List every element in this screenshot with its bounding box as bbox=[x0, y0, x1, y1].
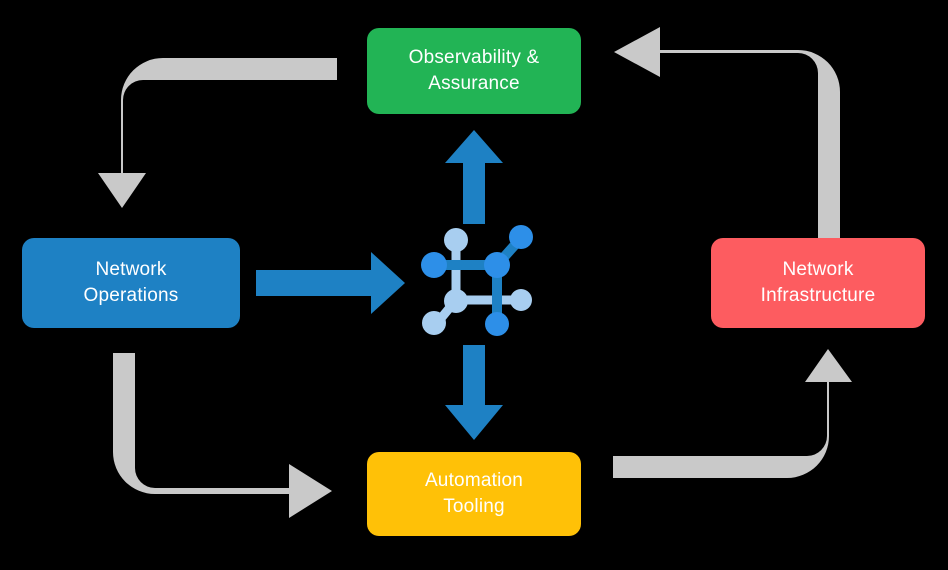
arrow-automation-to-infrastructure bbox=[613, 349, 852, 478]
node-automation-tooling[interactable]: Automation Tooling bbox=[367, 452, 581, 536]
node-observability-assurance[interactable]: Observability & Assurance bbox=[367, 28, 581, 114]
node-network-operations[interactable]: Network Operations bbox=[22, 238, 240, 328]
arrow-infrastructure-to-observability bbox=[614, 27, 840, 240]
arrow-operations-to-automation bbox=[113, 353, 332, 518]
arrow-operations-to-center bbox=[256, 252, 405, 314]
arrow-center-to-automation bbox=[445, 345, 503, 440]
arrow-center-to-observability bbox=[445, 130, 503, 224]
arrow-observability-to-operations bbox=[98, 58, 337, 208]
node-network-infrastructure[interactable]: Network Infrastructure bbox=[711, 238, 925, 328]
